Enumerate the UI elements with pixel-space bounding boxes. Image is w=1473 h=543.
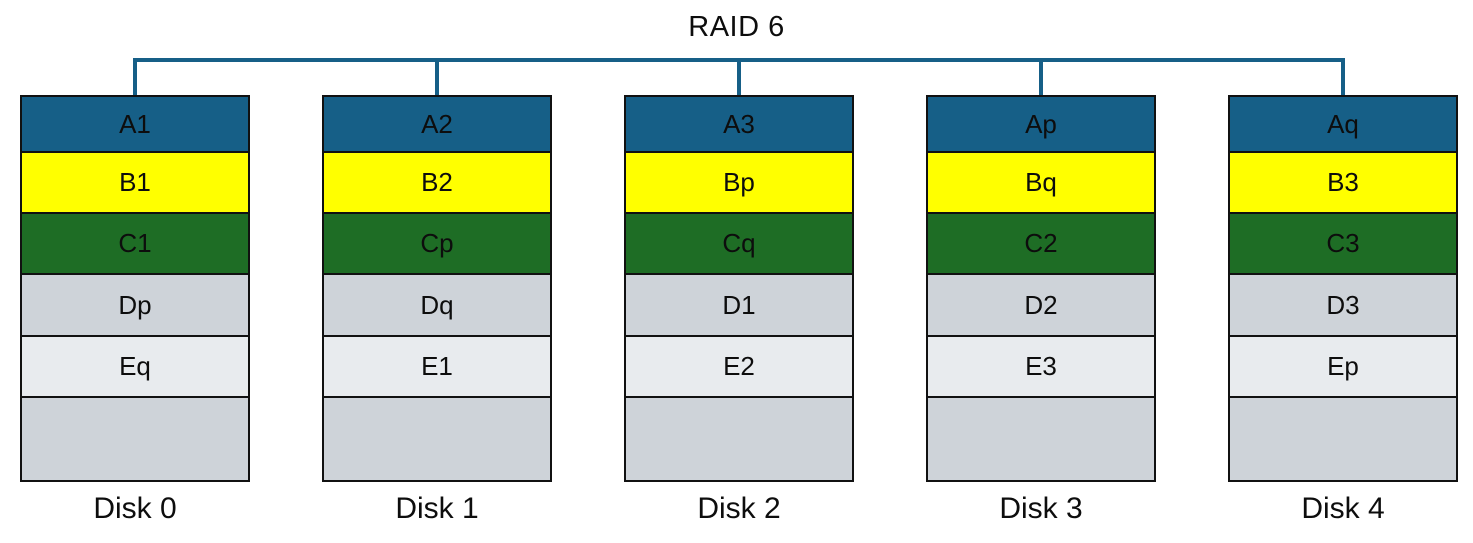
empty-block <box>20 396 250 482</box>
stripe-block: Ap <box>926 95 1156 153</box>
stripe-block: Ep <box>1228 335 1458 398</box>
stripe-block: Eq <box>20 335 250 398</box>
disk-label: Disk 4 <box>1301 492 1385 525</box>
stripe-block: Aq <box>1228 95 1458 153</box>
stripe-block: Cp <box>322 212 552 275</box>
stripe-block: B1 <box>20 151 250 214</box>
disk-column-1: A2 B2 Cp Dq E1 <box>322 95 552 482</box>
stripe-block: Cq <box>624 212 854 275</box>
stripe-block: B2 <box>322 151 552 214</box>
stripe-block: A2 <box>322 95 552 153</box>
stripe-block: E2 <box>624 335 854 398</box>
disk-label: Disk 2 <box>697 492 781 525</box>
stripe-block: C2 <box>926 212 1156 275</box>
stripe-block: C1 <box>20 212 250 275</box>
disk-column-3: Ap Bq C2 D2 E3 <box>926 95 1156 482</box>
disk-column-0: A1 B1 C1 Dp Eq <box>20 95 250 482</box>
stripe-block: D3 <box>1228 273 1458 337</box>
disk-column-2: A3 Bp Cq D1 E2 <box>624 95 854 482</box>
stripe-block: Bq <box>926 151 1156 214</box>
empty-block <box>926 396 1156 482</box>
disk-label: Disk 3 <box>999 492 1083 525</box>
connector-stub-disk4 <box>1341 58 1345 96</box>
connector-stub-disk0 <box>133 58 137 96</box>
stripe-block: A3 <box>624 95 854 153</box>
disk-label: Disk 0 <box>93 492 177 525</box>
disk-column-4: Aq B3 C3 D3 Ep <box>1228 95 1458 482</box>
connector-stub-disk1 <box>435 58 439 96</box>
stripe-block: Dp <box>20 273 250 337</box>
stripe-block: Dq <box>322 273 552 337</box>
stripe-block: E3 <box>926 335 1156 398</box>
stripe-block: D1 <box>624 273 854 337</box>
empty-block <box>322 396 552 482</box>
connector-stub-disk2 <box>737 58 741 96</box>
stripe-block: E1 <box>322 335 552 398</box>
diagram-title: RAID 6 <box>688 11 785 43</box>
stripe-block: D2 <box>926 273 1156 337</box>
disk-label: Disk 1 <box>395 492 479 525</box>
stripe-block: Bp <box>624 151 854 214</box>
stripe-block: A1 <box>20 95 250 153</box>
connector-stub-disk3 <box>1039 58 1043 96</box>
stripe-block: B3 <box>1228 151 1458 214</box>
empty-block <box>624 396 854 482</box>
empty-block <box>1228 396 1458 482</box>
stripe-block: C3 <box>1228 212 1458 275</box>
